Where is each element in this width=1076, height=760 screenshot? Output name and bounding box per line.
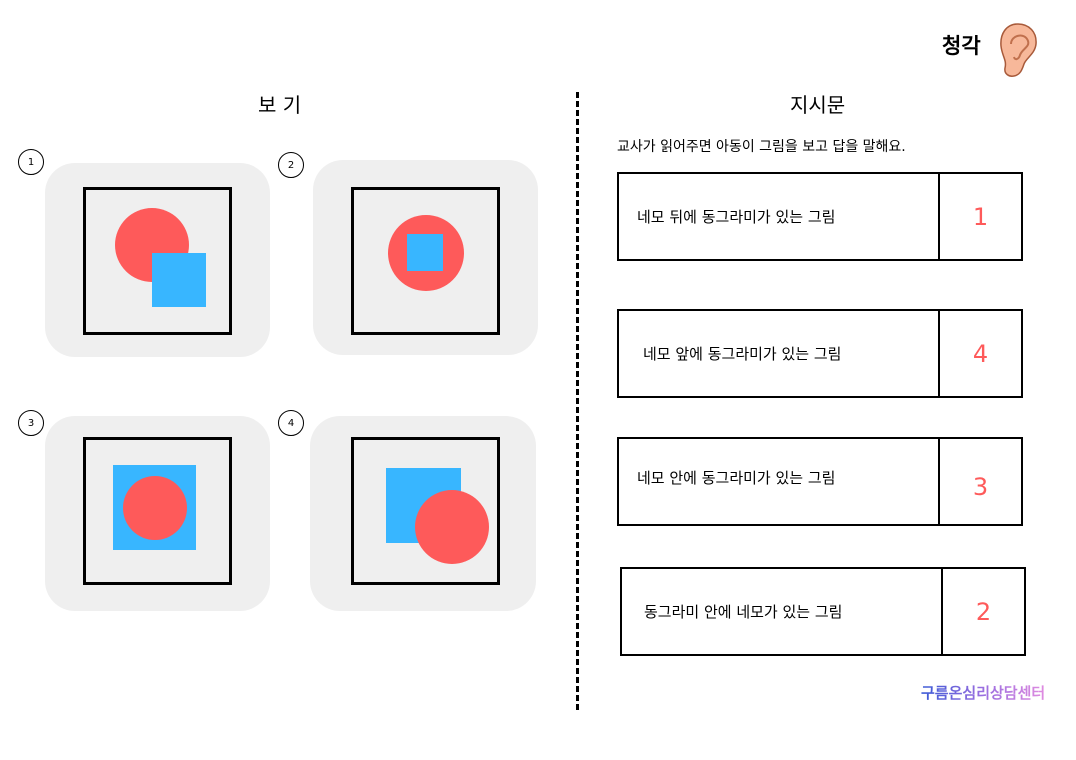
square	[407, 234, 443, 271]
brand-logo: 구름온심리상담센터	[921, 684, 1046, 702]
circle	[123, 476, 187, 540]
header-title: 청각	[942, 34, 981, 58]
row-answer: 4	[972, 339, 989, 368]
row-divider	[938, 439, 940, 524]
frame	[83, 187, 232, 335]
option-number: 2	[278, 152, 304, 178]
row-text: 네모 앞에 동그라미가 있는 그림	[643, 345, 842, 363]
square	[152, 253, 206, 307]
row-divider	[938, 174, 940, 259]
instructions-title: 지시문	[790, 93, 846, 117]
row-text: 네모 안에 동그라미가 있는 그림	[637, 469, 836, 487]
row-divider	[938, 311, 940, 396]
instruction-text: 교사가 읽어주면 아동이 그림을 보고 답을 말해요.	[617, 139, 906, 155]
frame	[351, 437, 500, 585]
divider-dashed	[576, 92, 579, 710]
frame	[351, 187, 500, 335]
row-answer: 1	[972, 202, 989, 231]
option-number: 4	[278, 410, 304, 436]
instruction-row: 동그라미 안에 네모가 있는 그림 2	[620, 567, 1026, 656]
option-number: 3	[18, 410, 44, 436]
ear-icon	[998, 22, 1038, 82]
option-number: 1	[18, 149, 44, 175]
options-title: 보 기	[258, 93, 302, 117]
row-text: 네모 뒤에 동그라미가 있는 그림	[637, 208, 836, 226]
row-answer: 3	[972, 472, 989, 501]
row-divider	[941, 569, 943, 654]
instruction-row: 네모 앞에 동그라미가 있는 그림 4	[617, 309, 1023, 398]
row-answer: 2	[975, 597, 992, 626]
row-text: 동그라미 안에 네모가 있는 그림	[644, 603, 843, 621]
circle	[415, 490, 489, 564]
frame	[83, 437, 232, 585]
instruction-row: 네모 안에 동그라미가 있는 그림 3	[617, 437, 1023, 526]
instruction-row: 네모 뒤에 동그라미가 있는 그림 1	[617, 172, 1023, 261]
